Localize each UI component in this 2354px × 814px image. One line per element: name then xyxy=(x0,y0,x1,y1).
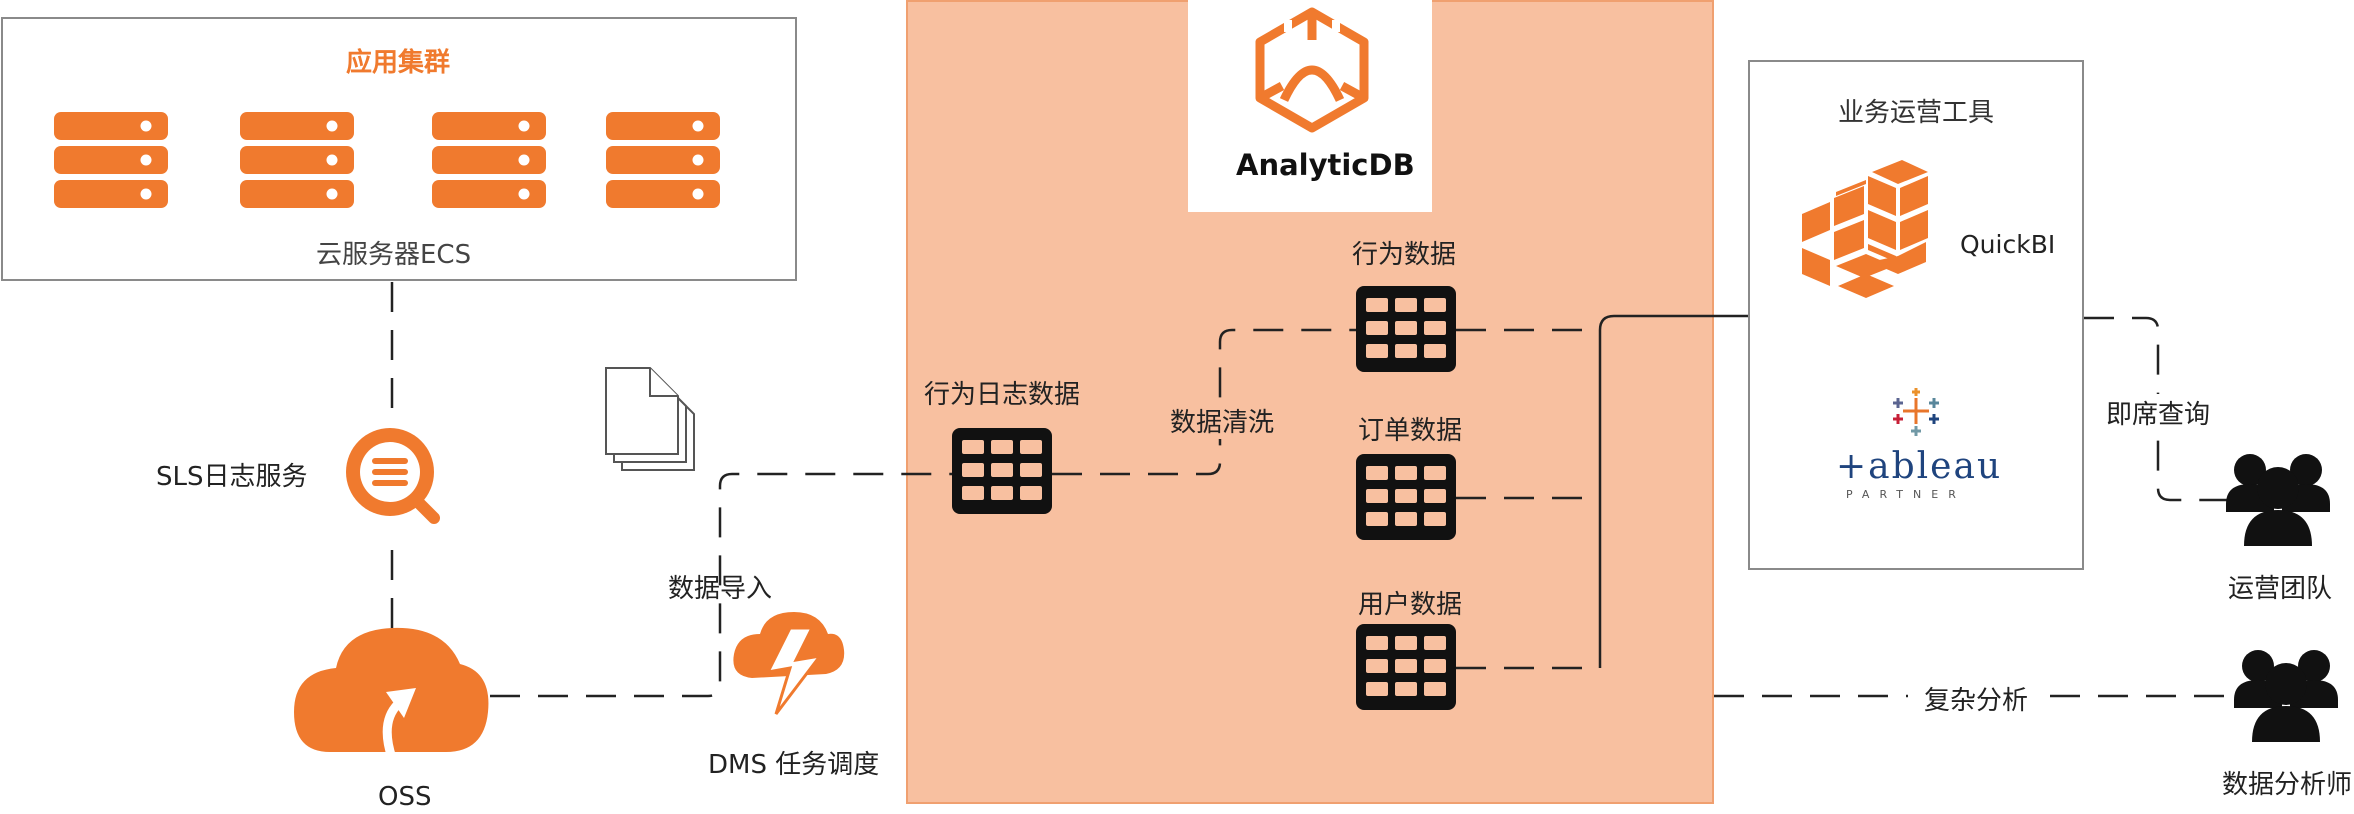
user-data-table-icon xyxy=(1356,624,1456,710)
server-icon xyxy=(432,112,546,208)
sls-label: SLS日志服务 xyxy=(156,462,308,492)
dms-label: DMS 任务调度 xyxy=(708,750,880,780)
adhoc-label: 即席查询 xyxy=(2104,394,2213,431)
behavior-data-table-icon xyxy=(1356,286,1456,372)
ops-team-label: 运营团队 xyxy=(2228,574,2333,604)
analyst-icon xyxy=(2234,650,2338,742)
adb-to-tools-line xyxy=(1598,314,1748,668)
server-icon xyxy=(240,112,354,208)
tableau-partner-text: PARTNER xyxy=(1846,488,1966,501)
oss-cloud-icon xyxy=(294,627,489,760)
user-table-label: 用户数据 xyxy=(1358,590,1463,620)
import-label: 数据导入 xyxy=(668,574,773,604)
log-table-label: 行为日志数据 xyxy=(924,380,1081,410)
biz-tools-title: 业务运营工具 xyxy=(1838,98,1995,128)
quickbi-logo-icon xyxy=(1802,160,1928,298)
analyticdb-logo-text: AnalyticDB xyxy=(1236,148,1415,182)
app-cluster-title: 应用集群 xyxy=(346,48,451,78)
ops-team-icon xyxy=(2226,454,2330,546)
log-data-table-icon xyxy=(952,428,1052,514)
behavior-table-label: 行为数据 xyxy=(1352,240,1457,270)
oss-label: OSS xyxy=(378,782,432,812)
log-to-clean-line xyxy=(1052,328,1356,476)
clean-label: 数据清洗 xyxy=(1168,402,1277,439)
analyst-label: 数据分析师 xyxy=(2222,770,2353,800)
sls-icon xyxy=(346,428,440,524)
oss-to-import-line xyxy=(490,472,952,698)
server-icon xyxy=(606,112,720,208)
order-data-table-icon xyxy=(1356,454,1456,540)
order-table-label: 订单数据 xyxy=(1358,416,1463,446)
ecs-label: 云服务器ECS xyxy=(316,240,472,270)
tableau-wordmark: +ableau xyxy=(1836,446,2003,487)
quickbi-label: QuickBI xyxy=(1960,230,2056,259)
server-icon xyxy=(54,112,168,208)
file-stack-icon xyxy=(605,367,695,471)
biz-tools-box xyxy=(1748,60,2084,570)
tableau-logo-icon xyxy=(1893,388,1939,436)
dms-icon xyxy=(733,612,845,715)
complex-label: 复杂分析 xyxy=(1924,686,2029,716)
